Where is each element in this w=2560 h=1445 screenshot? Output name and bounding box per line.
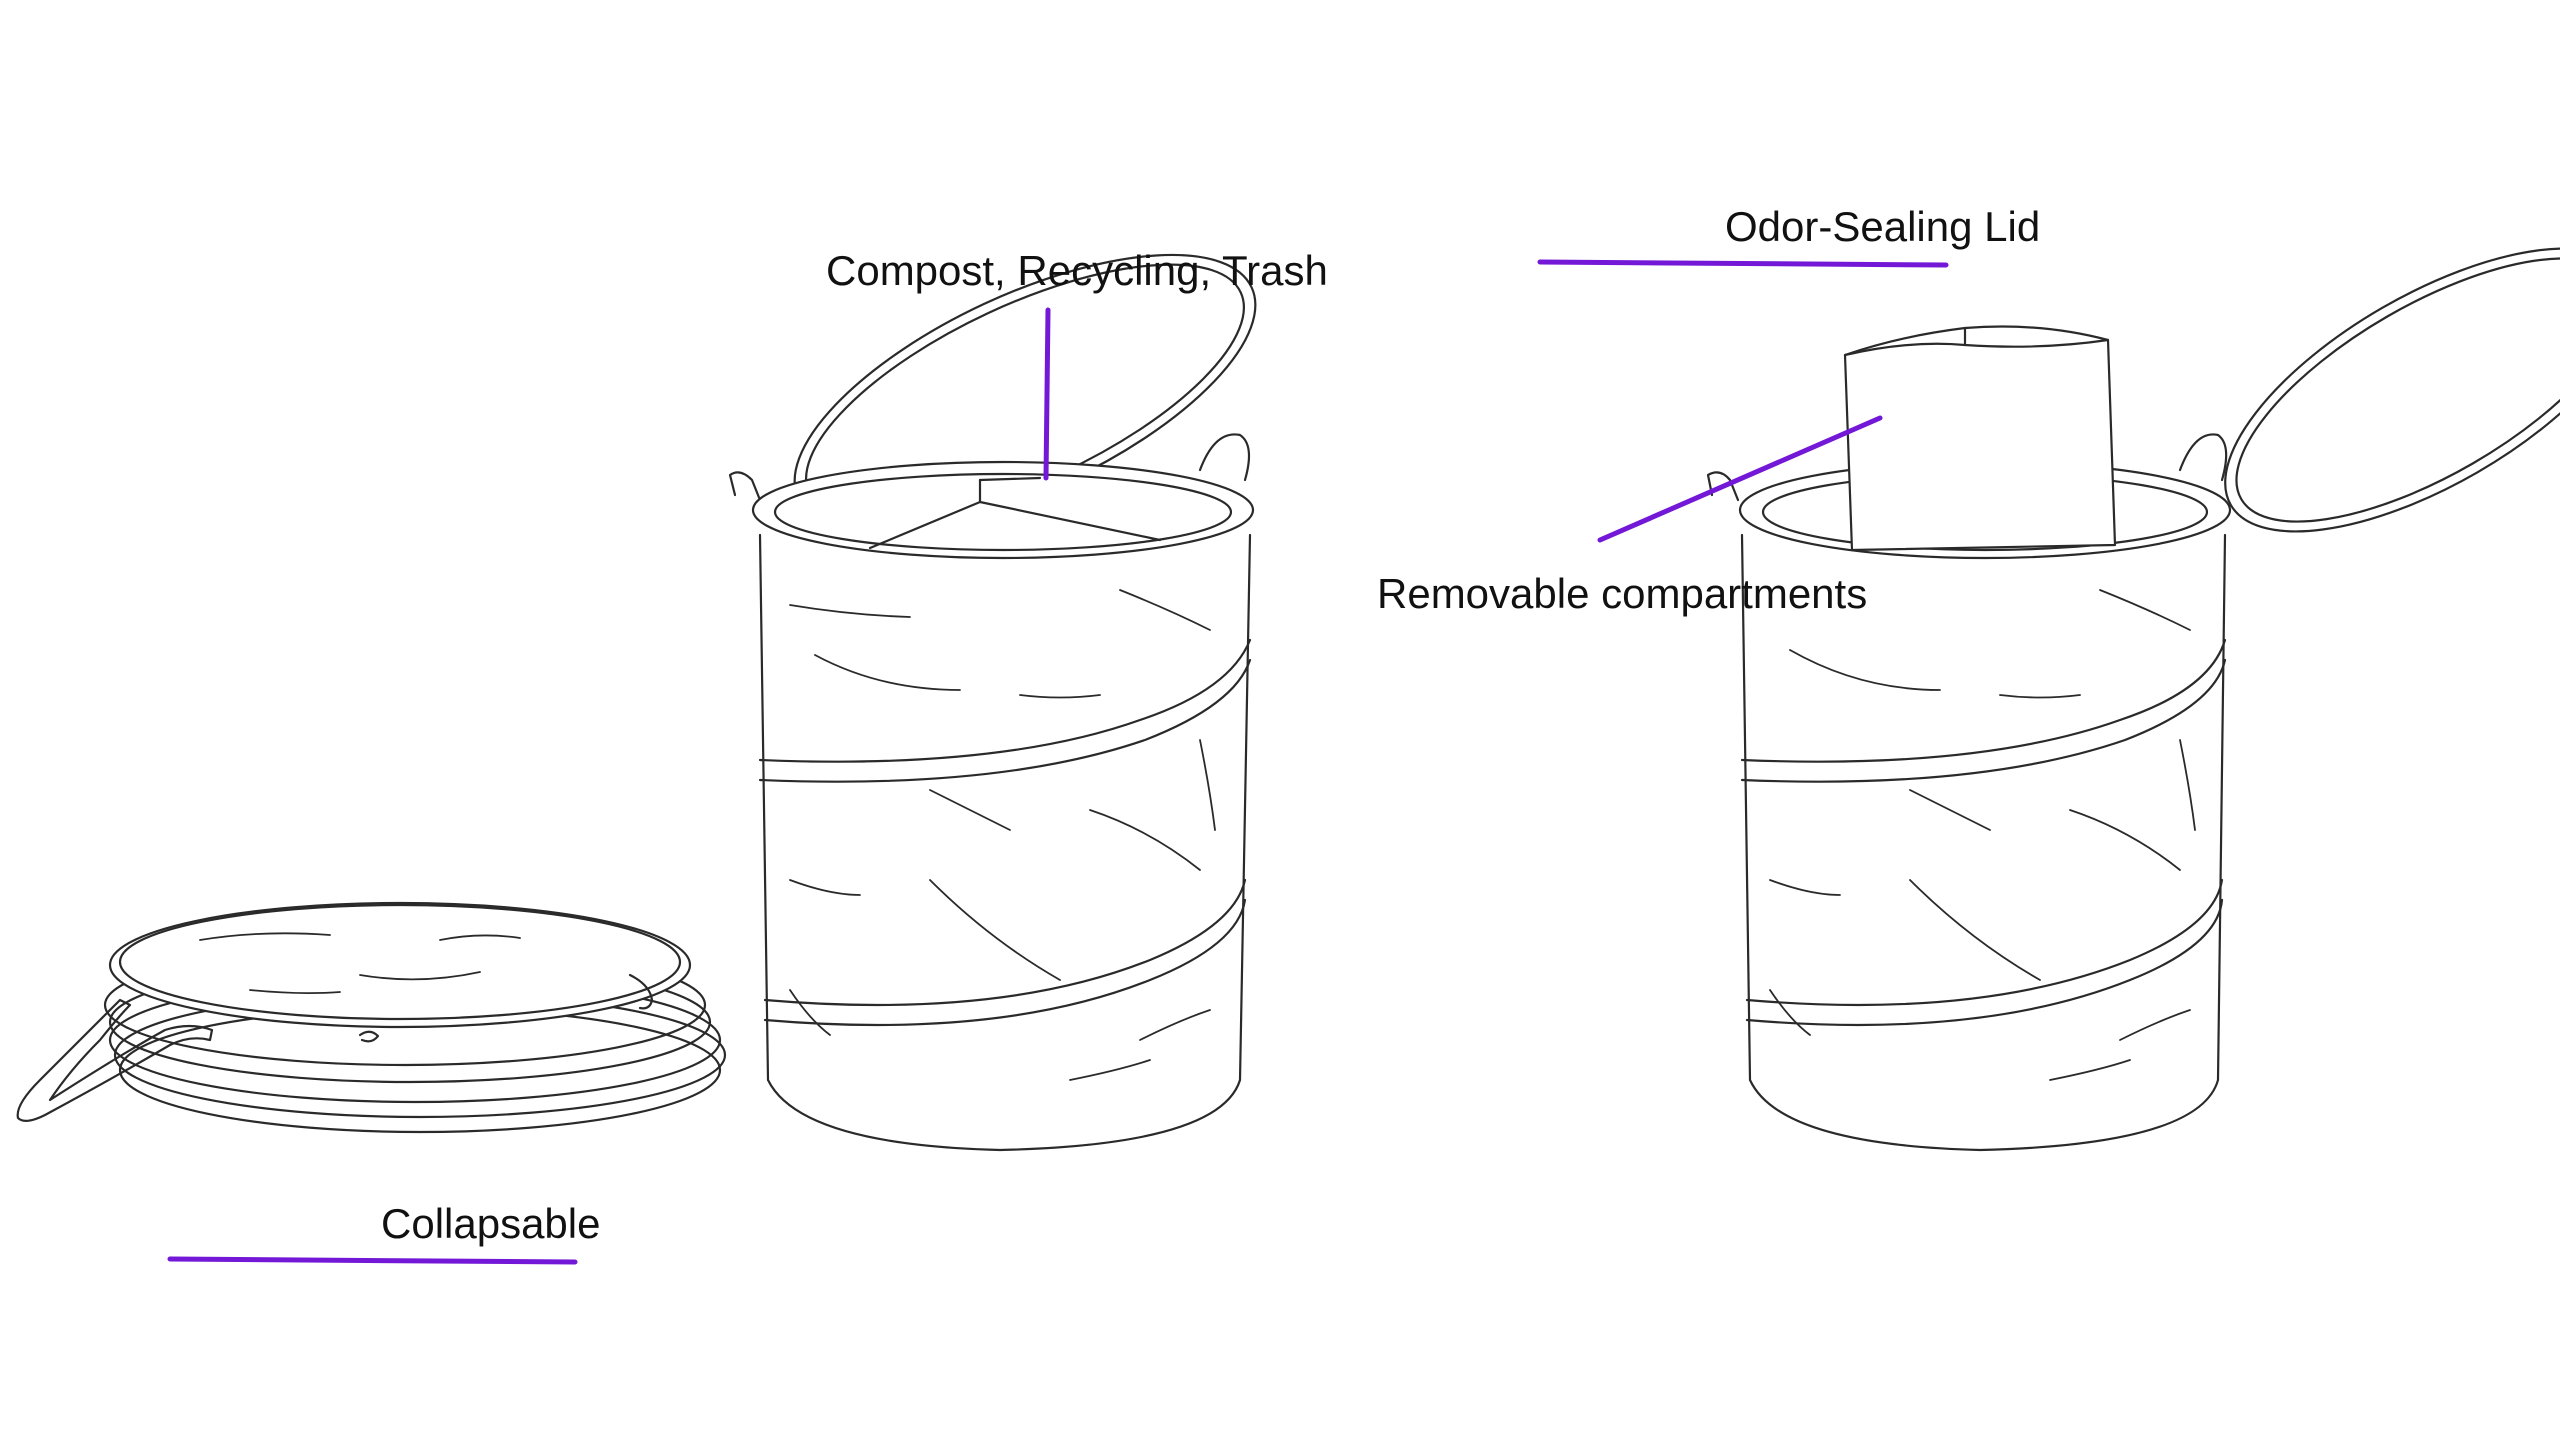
collapsed-bin-sketch [16, 901, 727, 1134]
compartments-leader-line [1043, 307, 1051, 481]
lid-label: Odor-Sealing Lid [1725, 203, 2041, 250]
lid-leader-line [1537, 259, 1949, 268]
removable-leader-line [1597, 415, 1883, 543]
collapsable-leader-line [167, 1256, 578, 1265]
open-bin-with-dividers-sketch [728, 253, 1257, 1152]
removable-label: Removable compartments [1377, 570, 1868, 617]
bin-with-removed-compartment-sketch [1706, 247, 2560, 1152]
collapsable-label: Collapsable [381, 1200, 601, 1247]
compartments-label: Compost, Recycling, Trash [826, 247, 1328, 294]
